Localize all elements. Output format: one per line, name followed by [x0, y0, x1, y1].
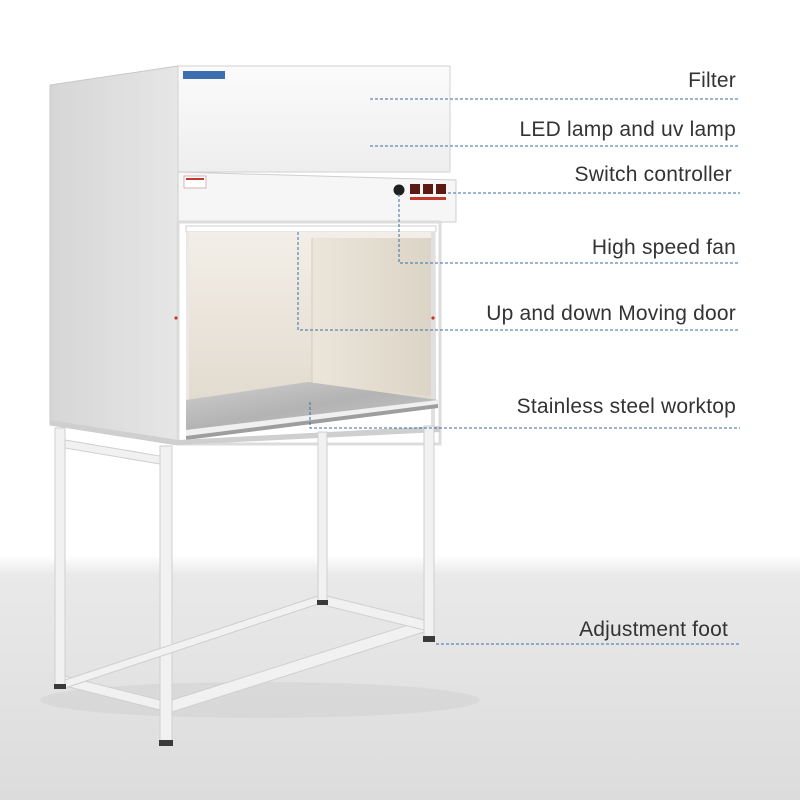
indicator-display-1 — [410, 184, 420, 194]
leader-moving-door — [297, 232, 740, 331]
floor-shadow — [40, 682, 480, 718]
door-left-edge — [186, 232, 189, 432]
adjustment-foot-back-right — [317, 600, 328, 605]
door-marker-right — [431, 316, 435, 320]
adjustment-foot-front-left — [159, 740, 173, 746]
stainless-worktop-surface — [186, 382, 438, 430]
cabinet-bottom — [50, 420, 440, 445]
cabinet-side-panel — [49, 65, 179, 446]
warning-sticker-stripe — [186, 178, 204, 180]
callout-filter: Filter — [688, 69, 736, 92]
callout-moving-door: Up and down Moving door — [486, 302, 736, 325]
indicator-display-3 — [436, 184, 446, 194]
callout-adjustment-foot: Adjustment foot — [579, 618, 728, 641]
leg-back-right — [317, 431, 328, 603]
leg-back-left — [54, 427, 66, 687]
door-marker-left — [174, 316, 178, 320]
callout-switch-controller: Switch controller — [574, 163, 732, 186]
leader-high-speed-fan — [398, 194, 740, 264]
indicator-display-2 — [423, 184, 433, 194]
rail-right-bottom — [326, 595, 425, 631]
adjustment-foot-front-right — [423, 636, 435, 642]
worktop-front-edge — [186, 400, 438, 436]
power-switch-icon — [393, 184, 405, 196]
callout-high-speed-fan: High speed fan — [591, 236, 736, 259]
interior-right-wall — [312, 238, 432, 396]
callout-led-lamp: LED lamp and uv lamp — [519, 118, 736, 141]
adjustment-foot-back-left — [54, 684, 66, 689]
callout-worktop: Stainless steel worktop — [516, 395, 736, 418]
door-right-edge — [431, 232, 435, 432]
leader-worktop — [309, 402, 740, 429]
rail-left-top — [64, 439, 161, 465]
front-frame — [176, 220, 442, 446]
warning-sticker — [183, 175, 207, 189]
leg-front-right — [423, 425, 435, 639]
control-panel — [177, 171, 457, 223]
leader-lines — [297, 98, 740, 645]
controller-label-strip — [410, 197, 446, 200]
rail-front-bottom — [171, 619, 425, 713]
stand-frame — [54, 425, 435, 743]
filter-housing — [177, 65, 451, 173]
brand-logo-plate — [183, 71, 225, 79]
leg-front-left — [159, 445, 173, 743]
